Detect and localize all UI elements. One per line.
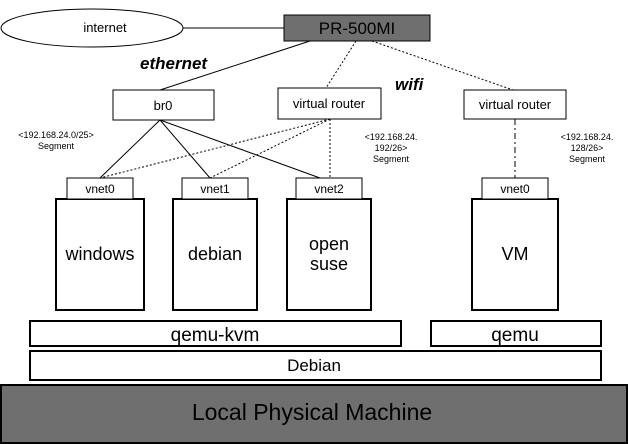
segment-label-3: <192.168.24. 128/26> Segment bbox=[561, 132, 614, 164]
segment-label-2: <192.168.24. 192/26> Segment bbox=[365, 132, 418, 164]
router-label: PR-500MI bbox=[319, 19, 396, 38]
line-router-vrouter1 bbox=[325, 40, 357, 89]
debian-layer-label: Debian bbox=[287, 356, 341, 375]
line-br0-vnet0 bbox=[99, 119, 161, 179]
vm-vm-label: VM bbox=[502, 244, 529, 264]
layer-qemu-kvm: qemu-kvm bbox=[29, 320, 402, 347]
vm-debian-label: debian bbox=[188, 244, 242, 264]
segment-3-line3: Segment bbox=[569, 154, 606, 164]
vm-debian: vnet1 debian bbox=[172, 177, 258, 311]
vnet-opensuse-label: vnet2 bbox=[314, 182, 344, 196]
virtual-router-1: virtual router bbox=[277, 87, 382, 120]
virtual-router-2-label: virtual router bbox=[479, 97, 552, 112]
line-router-vrouter2 bbox=[371, 40, 514, 91]
ethernet-label: ethernet bbox=[140, 54, 208, 73]
br0-label: br0 bbox=[154, 98, 173, 113]
layer-debian: Debian bbox=[29, 350, 602, 381]
qemu-kvm-label: qemu-kvm bbox=[171, 325, 260, 346]
segment-3-line2: 128/26> bbox=[571, 143, 604, 153]
segment-1-address: <192.168.24.0/25> bbox=[18, 130, 94, 140]
segment-label-1: <192.168.24.0/25> Segment bbox=[18, 130, 94, 151]
layer-qemu: qemu bbox=[430, 320, 602, 347]
vm-opensuse: vnet2 open suse bbox=[286, 177, 372, 311]
vm-opensuse-label-line1: open bbox=[309, 234, 349, 254]
router-pr500mi: PR-500MI bbox=[283, 14, 431, 42]
qemu-label: qemu bbox=[491, 325, 539, 346]
vm-windows: vnet0 windows bbox=[55, 177, 145, 311]
vm-windows-label: windows bbox=[64, 244, 134, 264]
line-br0-vnet2 bbox=[159, 119, 321, 179]
segment-2-line3: Segment bbox=[373, 154, 410, 164]
line-router-br0 bbox=[159, 40, 311, 91]
vnet-windows-label: vnet0 bbox=[85, 182, 115, 196]
connection-lines bbox=[99, 27, 516, 179]
vm-opensuse-label-line2: suse bbox=[310, 254, 348, 274]
segment-3-line1: <192.168.24. bbox=[561, 132, 614, 142]
line-vrouter1-vnet1 bbox=[209, 118, 331, 179]
physical-machine-label: Local Physical Machine bbox=[192, 399, 432, 425]
virtual-router-2: virtual router bbox=[463, 89, 567, 120]
layer-physical-machine: Local Physical Machine bbox=[0, 384, 628, 444]
line-br0-vnet1 bbox=[159, 119, 211, 179]
internet-label: internet bbox=[83, 20, 127, 35]
vm-vm: vnet0 VM bbox=[471, 177, 559, 311]
virtual-router-1-label: virtual router bbox=[293, 96, 366, 111]
segment-1-word: Segment bbox=[38, 141, 75, 151]
internet-node: internet bbox=[0, 8, 184, 48]
segment-2-line1: <192.168.24. bbox=[365, 132, 418, 142]
line-vrouter1-vnet0 bbox=[99, 118, 331, 179]
br0-node: br0 bbox=[112, 89, 215, 121]
segment-2-line2: 192/26> bbox=[375, 143, 408, 153]
wifi-label: wifi bbox=[395, 75, 425, 94]
vnet-debian-label: vnet1 bbox=[200, 182, 230, 196]
vnet-vm-label: vnet0 bbox=[500, 182, 530, 196]
